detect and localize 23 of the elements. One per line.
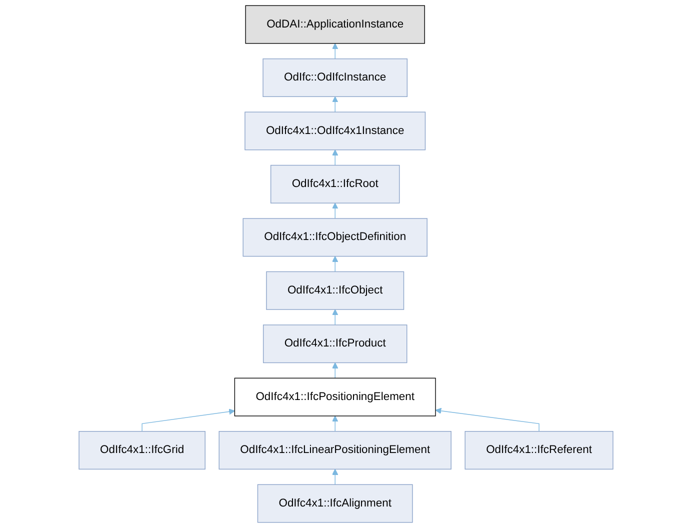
arrow [332,468,338,485]
node-box: OdIfc4x1::IfcPositioningElement [234,378,436,416]
node-box: OdDAI::ApplicationInstance [245,5,425,44]
node-box: OdIfc4x1::IfcAlignment [257,484,413,523]
arrow [332,43,338,60]
node-box: OdIfc4x1::IfcObjectDefinition [242,218,428,257]
node-box: OdIfc4x1::IfcRoot [270,164,400,204]
node-box: OdIfc4x1::IfcProduct [262,324,408,364]
arrow [332,150,338,166]
arrow [332,96,338,112]
arrow [142,408,235,432]
node-box: OdIfc::OdIfcInstance [262,58,408,97]
arrow [332,362,338,378]
node-box: OdIfc4x1::IfcObject [266,271,404,310]
arrow [332,256,338,272]
node-box: OdIfc4x1::OdIfc4x1Instance [244,112,426,150]
node-box: OdIfc4x1::IfcReferent [464,431,614,470]
arrow [332,416,338,432]
arrow [332,202,338,219]
node-box: OdIfc4x1::IfcGrid [78,431,206,470]
arrow [435,408,540,432]
node-box: OdIfc4x1::IfcLinearPositioningElement [218,431,452,470]
arrow [332,309,338,326]
